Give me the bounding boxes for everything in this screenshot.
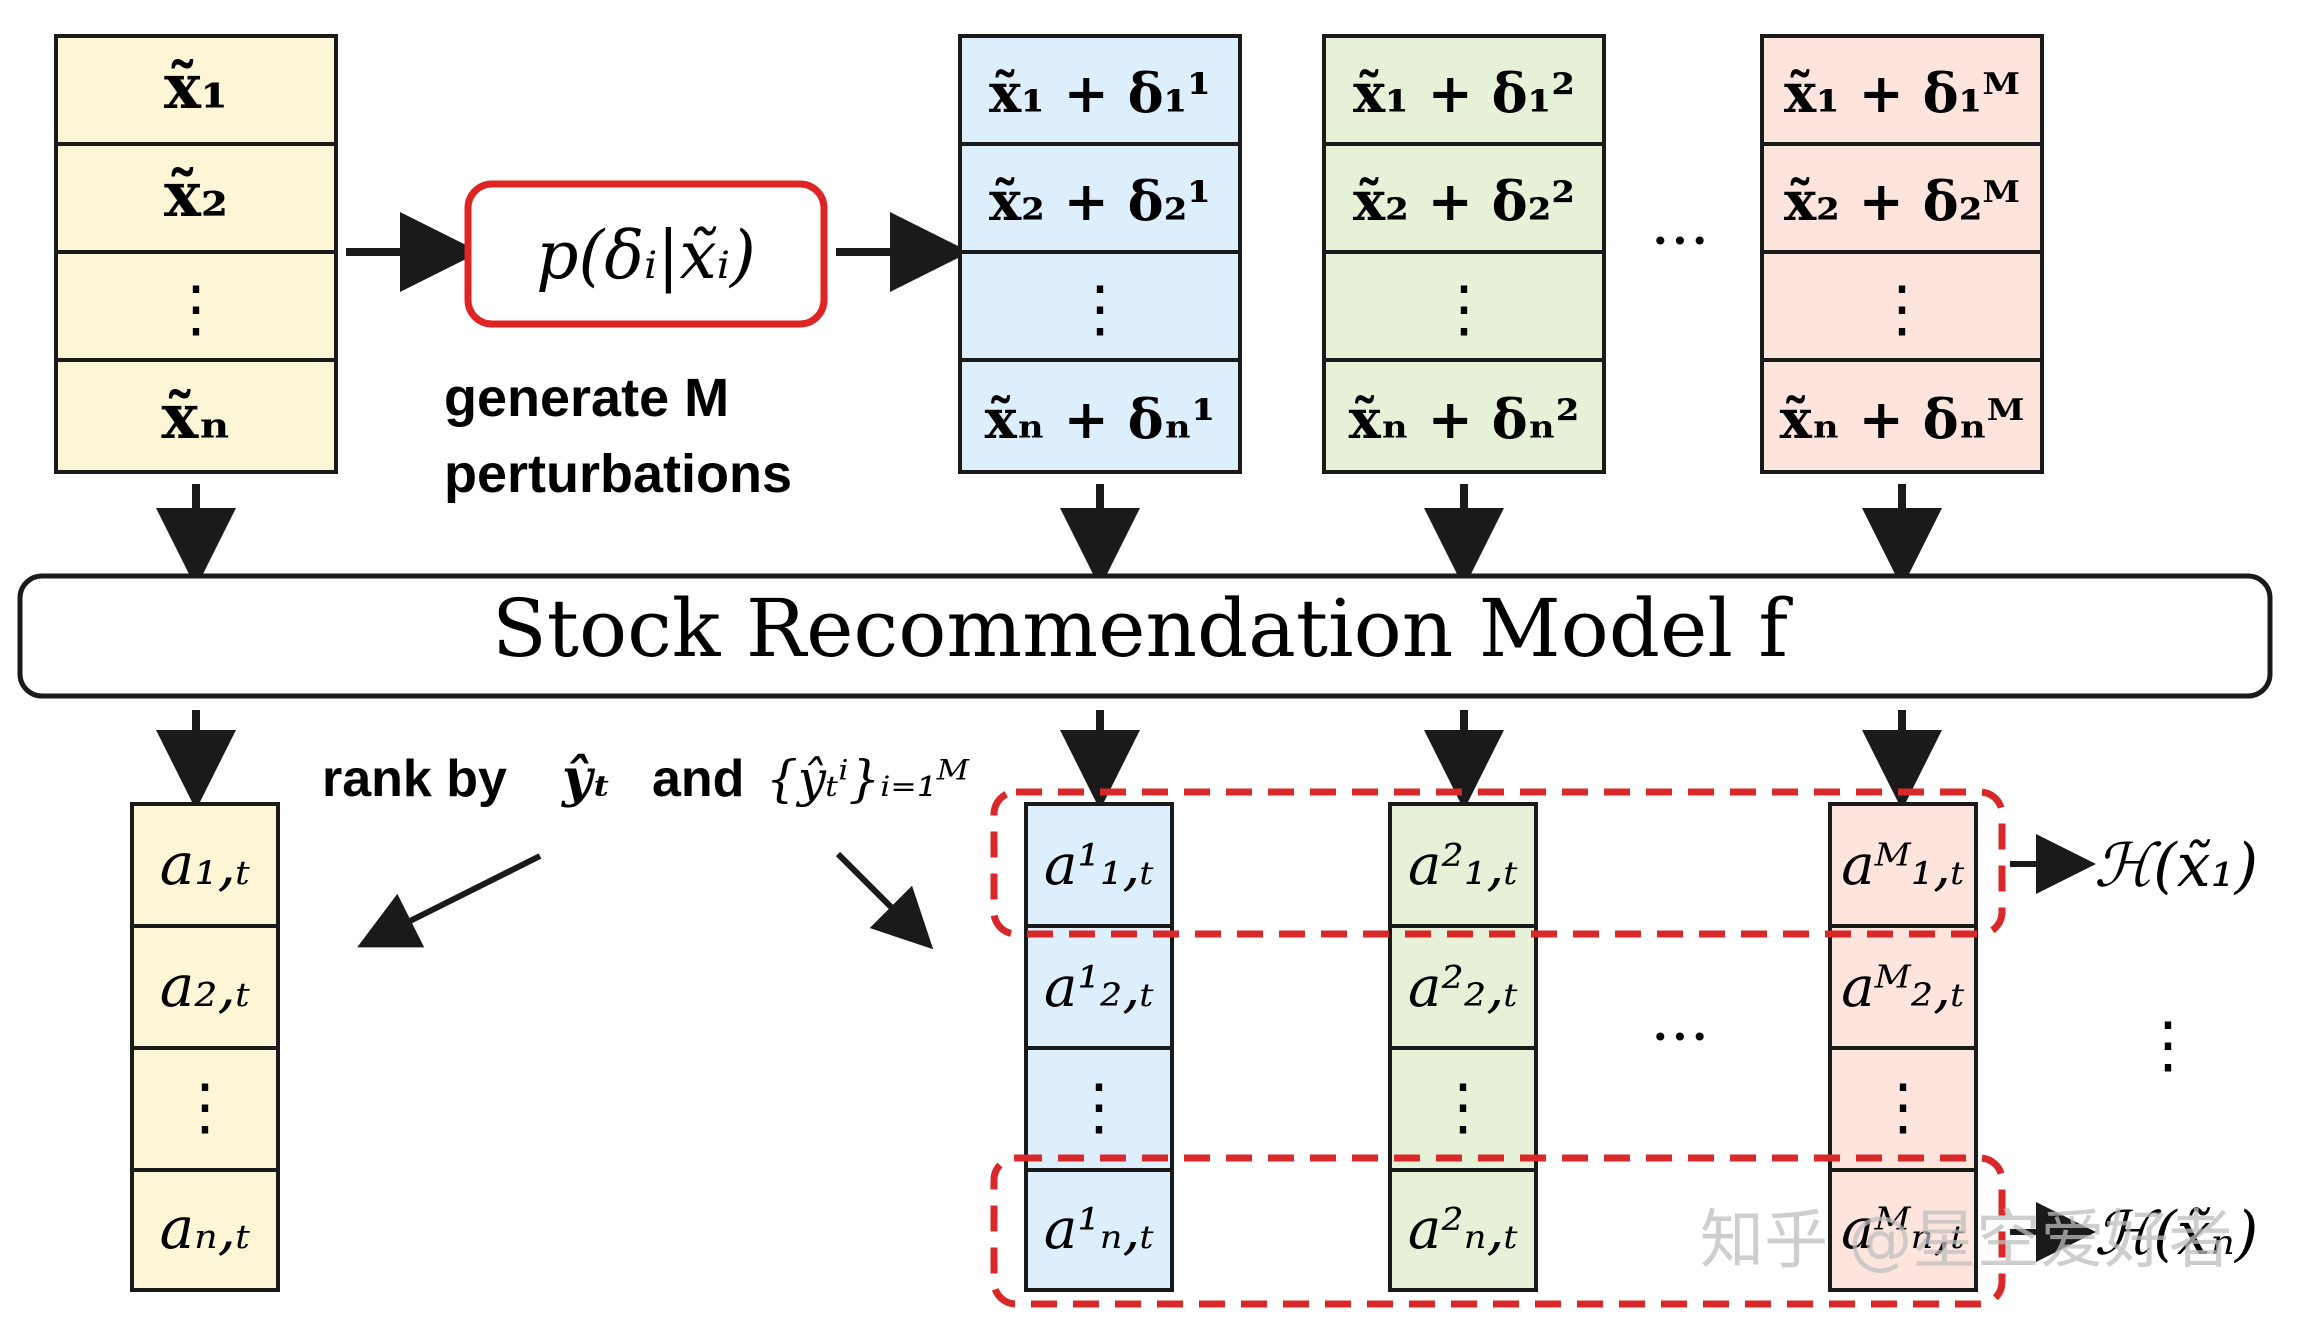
input-cell-label: x̃ₙ bbox=[161, 380, 230, 453]
ranked-cell bbox=[1828, 802, 1978, 928]
ranked-cell bbox=[1828, 1168, 1978, 1292]
ranked-cell bbox=[1388, 1168, 1538, 1292]
ranked-cell-label: aᴹ₂,ₜ bbox=[1841, 955, 1965, 1020]
ranked-cell-label: a¹₂,ₜ bbox=[1044, 955, 1154, 1020]
model-box bbox=[17, 573, 2273, 699]
ranked-cell-label: ⋮ bbox=[1872, 1070, 1934, 1143]
output-cell-label: aₙ,ₜ bbox=[160, 1194, 251, 1262]
perturbed-cell-label: x̃ₙ + δₙ¹ bbox=[985, 387, 1216, 451]
perturbed-cell-label: x̃₂ + δ₂² bbox=[1353, 169, 1575, 233]
perturbed-cell bbox=[958, 358, 1242, 474]
arrow-rank-to-output bbox=[357, 853, 542, 948]
rank-prefix: rank by bbox=[322, 750, 507, 808]
entropy-vdots: ⋮ bbox=[2137, 1008, 2199, 1081]
perturbed-cell-label: x̃ₙ + δₙ² bbox=[1349, 387, 1580, 451]
ranked-cell bbox=[1828, 1046, 1978, 1172]
ranked-cell-label: aᴹₙ,ₜ bbox=[1841, 1197, 1965, 1262]
ranked-cell-label: a¹₁,ₜ bbox=[1044, 833, 1154, 898]
ranked-cell-label: aᴹ₁,ₜ bbox=[1841, 833, 1965, 898]
bottom-ellipsis: ··· bbox=[1650, 1000, 1709, 1073]
output-cell-label: a₂,ₜ bbox=[160, 952, 251, 1020]
top-ellipsis: ··· bbox=[1650, 204, 1709, 277]
input-cell bbox=[54, 358, 338, 474]
perturbed-cell bbox=[1322, 250, 1606, 362]
arrow-rank-to-ranked bbox=[835, 851, 934, 950]
ranked-cell bbox=[1388, 802, 1538, 928]
input-column: x̃₁ x̃₂ ⋮ x̃ₙ bbox=[54, 34, 338, 474]
perturbed-cell bbox=[1322, 34, 1606, 146]
output-cell bbox=[130, 802, 280, 928]
ranked-cell bbox=[1024, 1046, 1174, 1172]
perturbed-column-1: x̃₁ + δ₁¹ x̃₂ + δ₂¹ ⋮ x̃ₙ + δₙ¹ bbox=[958, 34, 1242, 474]
ranked-cell-label: a²ₙ,ₜ bbox=[1408, 1197, 1518, 1262]
perturbed-column-m: x̃₁ + δ₁ᴹ x̃₂ + δ₂ᴹ ⋮ x̃ₙ + δₙᴹ bbox=[1760, 34, 2044, 474]
sampler: p(δᵢ|x̃ᵢ) generate M perturbations bbox=[444, 180, 828, 504]
ranked-cell-label: a²₁,ₜ bbox=[1408, 833, 1518, 898]
output-cell-label: ⋮ bbox=[174, 1070, 236, 1143]
rank-caption: rank by ŷₜ and {ŷₜⁱ}ᵢ₌₁ᴹ bbox=[322, 748, 970, 809]
perturbed-cell-label: x̃₁ + δ₁ᴹ bbox=[1784, 61, 2020, 125]
perturbed-cell bbox=[1760, 358, 2044, 474]
entropy-last: ℋ(x̃ₙ) bbox=[2094, 1199, 2258, 1269]
perturbed-cell-label: x̃₂ + δ₂¹ bbox=[989, 169, 1211, 233]
output-cell bbox=[130, 1168, 280, 1292]
output-cell bbox=[130, 924, 280, 1050]
perturbed-cell bbox=[958, 142, 1242, 254]
ranked-cell-label: a²₂,ₜ bbox=[1408, 955, 1518, 1020]
perturbed-cell-label: x̃ₙ + δₙᴹ bbox=[1780, 387, 2025, 451]
output-column: a₁,ₜ a₂,ₜ ⋮ aₙ,ₜ bbox=[130, 802, 280, 1292]
ranked-cell bbox=[1024, 802, 1174, 928]
perturbed-cell-label: ⋮ bbox=[1433, 272, 1495, 345]
sampler-formula: p(δᵢ|x̃ᵢ) bbox=[536, 217, 756, 294]
perturbed-cell bbox=[1760, 250, 2044, 362]
row-highlight-first bbox=[990, 788, 2006, 938]
watermark: 知乎 @星空爱好者 bbox=[1700, 1204, 2232, 1278]
ranked-column-1: a¹₁,ₜ a¹₂,ₜ ⋮ a¹ₙ,ₜ bbox=[1024, 802, 1174, 1292]
perturbed-cell bbox=[1760, 142, 2044, 254]
ranked-cell bbox=[1024, 924, 1174, 1050]
input-cell bbox=[54, 142, 338, 254]
sampler-caption-line2: perturbations bbox=[444, 444, 792, 504]
perturbed-cell-label: x̃₁ + δ₁² bbox=[1353, 61, 1575, 125]
input-cell-label: ⋮ bbox=[165, 272, 227, 345]
sampler-box bbox=[464, 180, 828, 328]
entropy-first: ℋ(x̃₁) bbox=[2094, 831, 2258, 901]
ranked-column-m: aᴹ₁,ₜ aᴹ₂,ₜ ⋮ aᴹₙ,ₜ bbox=[1828, 802, 1978, 1292]
ranked-cell bbox=[1024, 1168, 1174, 1292]
ranked-cell bbox=[1388, 1046, 1538, 1172]
row-highlight-last bbox=[990, 1154, 2006, 1308]
model-label: Stock Recommendation Model f bbox=[492, 582, 1793, 675]
perturbed-column-2: x̃₁ + δ₁² x̃₂ + δ₂² ⋮ x̃ₙ + δₙ² bbox=[1322, 34, 1606, 474]
input-cell-label: x̃₁ bbox=[164, 50, 228, 123]
input-cell bbox=[54, 34, 338, 146]
ranked-cell-label: ⋮ bbox=[1068, 1070, 1130, 1143]
ranked-column-2: a²₁,ₜ a²₂,ₜ ⋮ a²ₙ,ₜ bbox=[1388, 802, 1538, 1292]
output-cell-label: a₁,ₜ bbox=[160, 830, 251, 898]
rank-y-hat: ŷₜ bbox=[561, 748, 612, 809]
perturbed-cell bbox=[1760, 34, 2044, 146]
ranked-cell-label: a¹ₙ,ₜ bbox=[1044, 1197, 1154, 1262]
perturbed-cell bbox=[1322, 358, 1606, 474]
rank-and: and bbox=[652, 750, 744, 808]
perturbed-cell-label: x̃₂ + δ₂ᴹ bbox=[1784, 169, 2020, 233]
input-cell-label: x̃₂ bbox=[164, 158, 228, 231]
perturbed-cell-label: ⋮ bbox=[1871, 272, 1933, 345]
perturbed-cell bbox=[1322, 142, 1606, 254]
perturbed-cell bbox=[958, 250, 1242, 362]
sampler-caption-line1: generate M bbox=[444, 368, 729, 428]
perturbed-cell bbox=[958, 34, 1242, 146]
perturbed-cell-label: x̃₁ + δ₁¹ bbox=[989, 61, 1211, 125]
ranked-cell-label: ⋮ bbox=[1432, 1070, 1494, 1143]
rank-set: {ŷₜⁱ}ᵢ₌₁ᴹ bbox=[766, 750, 970, 808]
perturbed-cell-label: ⋮ bbox=[1069, 272, 1131, 345]
